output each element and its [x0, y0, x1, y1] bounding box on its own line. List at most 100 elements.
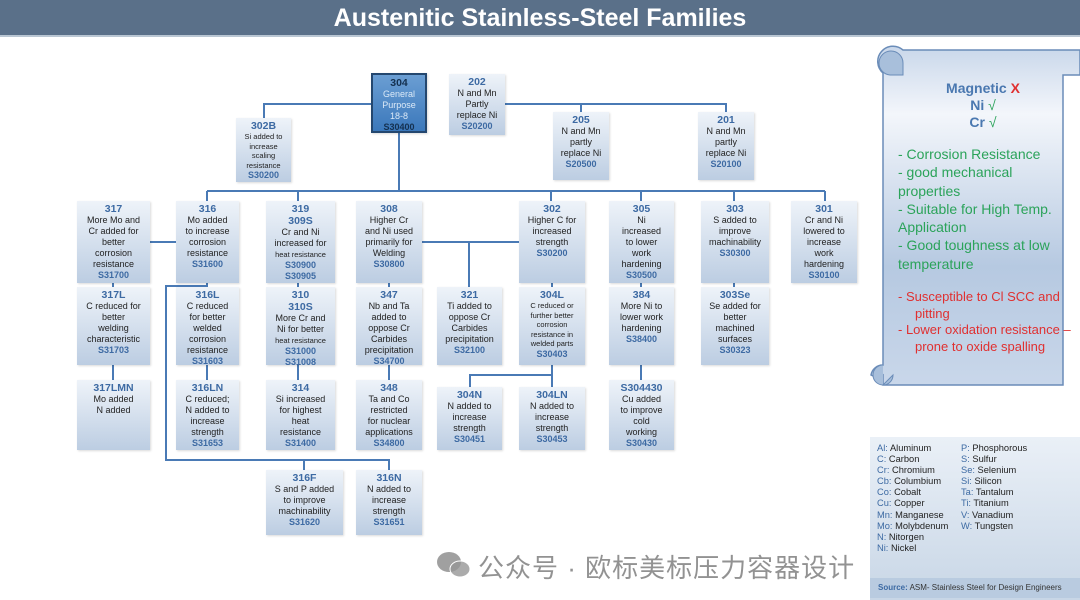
uns-number: S31600	[191, 259, 224, 269]
pro-item: - Good toughness at low temperature	[898, 237, 1050, 272]
pro-item: - good mechanical properties	[898, 164, 1013, 199]
grade-code: 316L	[195, 289, 220, 301]
grade-code: 317LMN	[93, 382, 134, 394]
element-symbol: Mn	[877, 509, 890, 520]
element-symbol: Cr	[877, 465, 887, 476]
grade-description: Ni increased to lower work hardening	[621, 215, 662, 269]
connector	[206, 133, 826, 201]
element-symbol: Al	[877, 443, 886, 453]
grade-description: N added to increase strength	[529, 401, 575, 433]
grade-description: Si increased for highest heat resistance	[275, 394, 326, 437]
legend-item: Cb: Columbium	[877, 476, 942, 487]
uns-number: S20500	[565, 159, 597, 169]
grade-description: Mo added N added	[93, 394, 134, 415]
legend-item: P: Phosphorous	[961, 443, 1028, 453]
legend-item: C: Carbon	[877, 454, 920, 465]
element-name: Silicon	[974, 476, 1002, 487]
uns-number: S34700	[373, 356, 405, 365]
uns-number: S20100	[710, 159, 742, 169]
element-name: Vanadium	[972, 509, 1014, 520]
grade-code: 310S	[288, 301, 313, 313]
grade-code: 301	[815, 203, 833, 215]
grade-description: More Cr and Ni for better heat resistanc…	[275, 313, 326, 345]
grade-description: Ta and Co restricted for nuclear applica…	[365, 394, 413, 437]
uns-number: S31620	[288, 517, 321, 527]
uns-number: S30900	[284, 260, 317, 270]
grade-description: Se added for better machined surfaces	[709, 301, 761, 344]
grade-code: S304430	[620, 382, 663, 394]
legend-item: V: Vanadium	[961, 509, 1014, 520]
grade-code: 316F	[292, 472, 317, 484]
grade-description: N and Mn partly replace Ni	[705, 126, 747, 158]
grade-description: Mo added to increase corrosion resistanc…	[185, 215, 230, 258]
element-symbol: Cu	[877, 498, 889, 509]
page-title: Austenitic Stainless-Steel Families	[0, 0, 1080, 37]
element-name: Selenium	[977, 465, 1017, 476]
element-name: Nitorgen	[888, 531, 925, 542]
element-symbol: Ti	[961, 498, 969, 509]
connector	[263, 103, 727, 118]
connector	[112, 365, 642, 387]
uns-number: S30323	[719, 345, 751, 355]
grade-code: 321	[460, 289, 479, 301]
con-item: - Susceptible to Cl SCC and pitting	[898, 289, 1060, 321]
grade-code: 305	[632, 203, 651, 215]
element-symbol: P	[961, 443, 968, 453]
connector	[165, 285, 390, 470]
grade-description: Nb and Ta added to oppose Cr Carbides pr…	[364, 301, 414, 355]
grade-description: N added to increase strength	[366, 484, 412, 516]
element-symbol: C	[877, 454, 884, 465]
grade-description: Higher C for increased strength	[527, 215, 577, 247]
element-name: Manganese	[895, 509, 944, 520]
grade-code: 303Se	[719, 289, 751, 301]
grade-code: 347	[380, 289, 398, 301]
cons-list: - Susceptible to Cl SCC and pitting - Lo…	[898, 289, 1078, 356]
grade-code: 302	[543, 203, 561, 215]
uns-number: S30453	[536, 434, 568, 444]
cr-row: Cr √	[969, 114, 997, 130]
element-name: Tantalum	[975, 487, 1014, 498]
uns-number: S31651	[373, 517, 405, 527]
grade-description: C reduced for better welding characteris…	[86, 301, 141, 344]
element-symbol: W	[961, 520, 970, 531]
grade-description: Ti added to oppose Cr Carbides precipita…	[445, 301, 494, 344]
uns-number: S31603	[191, 356, 224, 365]
element-symbol: V	[961, 509, 967, 520]
uns-number: S31008	[284, 357, 317, 365]
legend-item: Se: Selenium	[961, 465, 1017, 476]
grade-code: 304LN	[536, 389, 568, 401]
legend-item: Mo: Molybdenum	[877, 520, 949, 531]
connector	[150, 241, 519, 287]
uns-number: S30400	[383, 122, 415, 132]
legend-item: Ni: Nickel	[877, 542, 917, 553]
element-name: Chromium	[891, 465, 935, 476]
legend-item: Mn: Manganese	[877, 509, 944, 520]
uns-number: S32100	[453, 345, 486, 355]
grade-description: Cr and Ni lowered to increase work harde…	[803, 215, 845, 269]
grade-description: Higher Cr and Ni used primarily for Weld…	[364, 215, 414, 258]
grade-code: 319	[291, 203, 310, 215]
element-name: Tungsten	[974, 520, 1014, 531]
grade-code: 348	[380, 382, 398, 394]
grade-code: 202	[468, 76, 486, 88]
grade-code: 205	[572, 114, 590, 126]
element-name: Nickel	[890, 542, 917, 553]
